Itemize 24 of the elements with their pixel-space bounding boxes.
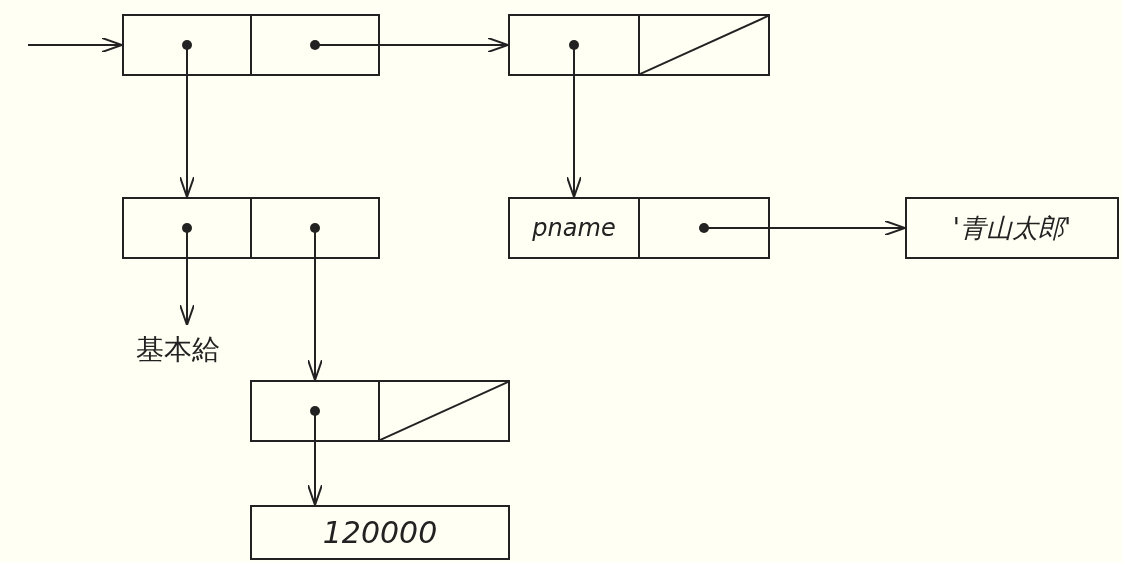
- value-text: 120000: [322, 515, 438, 550]
- value-text: pname: [532, 214, 616, 242]
- pointer-cell: [250, 380, 380, 442]
- pointer-cell: [638, 197, 770, 259]
- field-label: 基本給: [135, 332, 220, 368]
- pointer-arrow: [179, 40, 195, 198]
- value-text: '青山太郎': [952, 211, 1072, 245]
- pointer-cell: [122, 14, 252, 76]
- pointer-arrow: [310, 37, 509, 53]
- nil-cell: [378, 380, 510, 442]
- pointer-arrow: [307, 406, 323, 506]
- pointer-cell: [508, 14, 640, 76]
- pointer-cell: [250, 14, 380, 76]
- pointer-cell: [250, 197, 380, 259]
- value-cell: [508, 197, 640, 259]
- pointer-arrow: [27, 37, 123, 53]
- value-cell: [250, 505, 510, 560]
- pointer-arrow: [566, 40, 582, 198]
- pointer-arrow: [179, 223, 195, 326]
- pointer-arrow: [307, 223, 323, 381]
- pointer-cell: [122, 197, 252, 259]
- value-cell: [905, 197, 1119, 259]
- pointer-arrow: [699, 220, 906, 236]
- nil-cell: [638, 14, 770, 76]
